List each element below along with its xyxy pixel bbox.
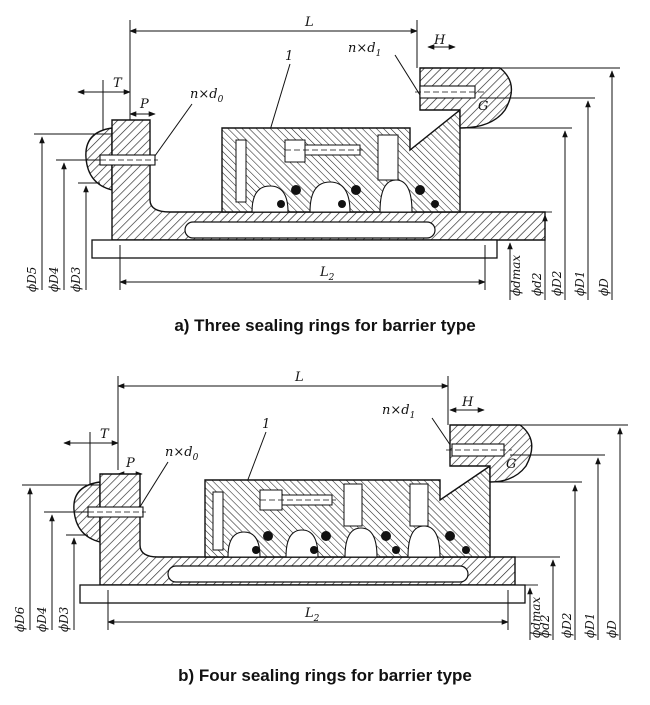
label-D4: ϕD4 <box>47 267 61 292</box>
o-ring <box>381 531 391 541</box>
part-1-ring <box>212 491 224 551</box>
label-D5: ϕD5 <box>25 267 39 292</box>
part-1-ring <box>235 139 247 203</box>
label-H: H <box>461 395 474 410</box>
right-diameter-dims: ϕdmax ϕd2 ϕD2 ϕD1 ϕD <box>490 424 628 640</box>
label-L: L <box>294 370 304 385</box>
shaft-groove <box>184 221 436 239</box>
figure-a: L H n×d1 1 T P n×d0 <box>25 15 620 300</box>
label-L2: L2 <box>319 265 335 283</box>
label-L: L <box>304 15 314 30</box>
seal-cavity <box>344 527 378 558</box>
caption-a: a) Three sealing rings for barrier type <box>174 316 476 335</box>
leader-bolt0 <box>151 103 193 161</box>
o-ring <box>321 531 331 541</box>
label-P: P <box>139 97 149 112</box>
o-ring <box>291 185 301 195</box>
label-part-1: 1 <box>285 49 293 64</box>
leader-bolt0 <box>137 461 169 511</box>
left-diameter-dims: ϕD6 ϕD4 ϕD3 <box>13 484 100 632</box>
caption-b: b) Four sealing rings for barrier type <box>178 666 472 685</box>
o-ring <box>392 546 400 554</box>
label-D: ϕD <box>605 620 619 638</box>
o-ring <box>462 546 470 554</box>
label-D1: ϕD1 <box>573 271 587 296</box>
label-L2: L2 <box>304 606 320 624</box>
o-ring <box>445 531 455 541</box>
drive-pin <box>409 483 429 527</box>
o-ring <box>310 546 318 554</box>
label-G: G <box>506 457 516 472</box>
label-D1: ϕD1 <box>583 613 597 638</box>
label-bolt1: n×d1 <box>382 403 415 421</box>
label-part-1: 1 <box>262 417 270 432</box>
left-flange-boss <box>85 127 113 191</box>
o-ring <box>252 546 260 554</box>
o-ring <box>263 531 273 541</box>
o-ring <box>431 200 439 208</box>
o-ring <box>277 200 285 208</box>
label-G: G <box>478 99 488 114</box>
right-diameter-dims: ϕdmax ϕd2 ϕD2 ϕD1 ϕD <box>460 67 620 300</box>
label-D2: ϕD2 <box>560 613 574 638</box>
label-D6: ϕD6 <box>13 606 27 632</box>
o-ring <box>415 185 425 195</box>
shaft-groove <box>167 565 469 583</box>
drive-pin <box>377 134 399 181</box>
shaft <box>79 584 526 604</box>
label-P: P <box>125 456 135 471</box>
left-diameter-dims: ϕD5 ϕD4 ϕD3 <box>25 133 112 292</box>
o-ring <box>338 200 346 208</box>
label-D: ϕD <box>597 278 611 296</box>
label-bolt0: n×d0 <box>165 445 199 463</box>
label-bolt1: n×d1 <box>348 41 381 59</box>
label-T: T <box>113 76 123 91</box>
label-d2: ϕd2 <box>538 614 552 638</box>
drive-pin <box>343 483 363 527</box>
leader-bolt1 <box>394 54 421 96</box>
label-d2: ϕd2 <box>530 272 544 296</box>
set-screw <box>284 139 306 163</box>
label-D3: ϕD3 <box>57 606 71 632</box>
shaft <box>91 239 498 259</box>
label-H: H <box>433 33 446 48</box>
label-bolt0: n×d0 <box>190 87 224 105</box>
figure-b: L H n×d1 1 T P n×d0 <box>13 370 628 640</box>
label-D3: ϕD3 <box>69 266 83 292</box>
label-dmax: ϕdmax <box>529 597 543 638</box>
label-T: T <box>100 427 110 442</box>
o-ring <box>351 185 361 195</box>
label-D2: ϕD2 <box>550 271 564 296</box>
label-D4: ϕD4 <box>35 607 49 632</box>
label-dmax: ϕdmax <box>509 255 523 296</box>
